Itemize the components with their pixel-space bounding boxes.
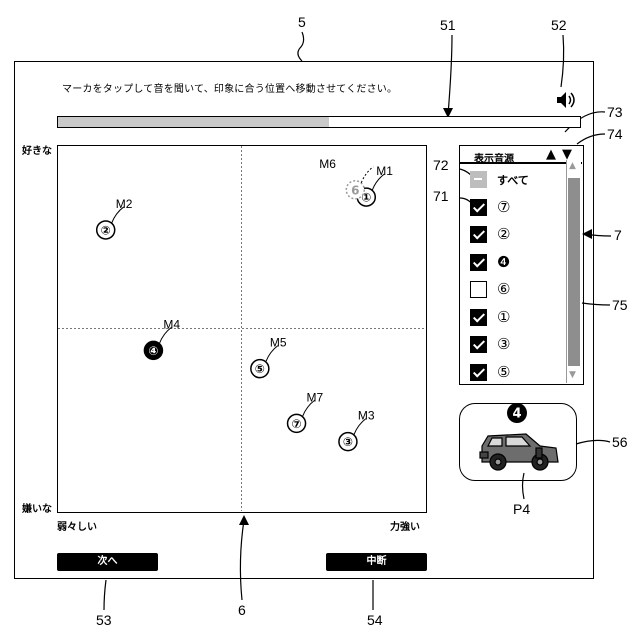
axis-label-bottom: 嫌いな <box>22 500 52 515</box>
marker-label-m2: M2 <box>116 197 133 211</box>
sound-source-label: ⑤ <box>497 362 510 382</box>
axis-label-left: 弱々しい <box>57 518 97 533</box>
progress-bar <box>57 116 581 128</box>
leader-53 <box>104 580 106 610</box>
axis-label-top: 好きな <box>22 142 52 157</box>
sound-source-label: ❹ <box>497 252 510 272</box>
marker-glyph-m2: ② <box>101 223 111 237</box>
car-icon <box>478 428 562 474</box>
sound-source-label: ⑦ <box>497 197 510 217</box>
marker-label-m7: M7 <box>307 390 324 404</box>
progress-fill <box>58 117 329 127</box>
scroll-thumb[interactable] <box>568 178 580 366</box>
marker-glyph-m4: ④ <box>148 344 158 358</box>
preview-badge-text: 4 <box>512 407 521 422</box>
marker-label-m1: M1 <box>376 164 393 178</box>
marker-label-m3: M3 <box>358 409 375 423</box>
sound-source-checkbox[interactable] <box>470 336 487 353</box>
marker-leader-m6 <box>361 167 373 183</box>
sound-source-label: ① <box>497 307 510 327</box>
marker-label-m6: M6 <box>319 157 336 171</box>
preview-badge: 4 <box>500 400 534 426</box>
marker-m2[interactable]: ② M2 <box>97 197 133 239</box>
sound-source-label: ⑥ <box>497 279 510 299</box>
marker-glyph-m3: ③ <box>343 435 353 449</box>
marker-glyph-m7: ⑦ <box>291 417 301 431</box>
sound-source-checkbox[interactable] <box>470 281 487 298</box>
panel-scrollbar[interactable]: ▲ ▼ <box>566 160 581 383</box>
marker-m7[interactable]: ⑦ M7 <box>288 390 324 432</box>
marker-m4[interactable]: ④ M4 <box>144 317 180 359</box>
marker-glyph-m5: ⑤ <box>255 362 265 376</box>
pause-button[interactable]: 中断 <box>326 553 427 571</box>
impression-map-canvas: ①M1②M2③M3④M4⑤M56M6⑦M7 <box>58 146 425 511</box>
panel-title-divider <box>460 162 582 164</box>
instruction-text: マーカをタップして音を聞いて、印象に合う位置へ移動させてください。 <box>62 80 397 95</box>
axis-label-right: 力強い <box>390 518 420 533</box>
marker-m5[interactable]: ⑤ M5 <box>251 336 287 378</box>
marker-label-m5: M5 <box>270 336 287 350</box>
sound-source-label: すべて <box>497 171 529 191</box>
sound-source-checkbox[interactable] <box>470 309 487 326</box>
leader-5 <box>298 32 304 61</box>
sound-source-checkbox[interactable] <box>470 226 487 243</box>
marker-m3[interactable]: ③ M3 <box>339 409 375 451</box>
sort-up-button[interactable]: ▲ <box>546 147 556 162</box>
next-button[interactable]: 次へ <box>57 553 158 571</box>
speaker-icon[interactable] <box>556 91 576 109</box>
scroll-up-icon[interactable]: ▲ <box>569 161 576 171</box>
marker-glyph-m6: 6 <box>351 183 359 197</box>
sound-source-checkbox[interactable] <box>470 171 487 188</box>
sound-source-label: ② <box>497 224 510 244</box>
impression-map[interactable]: ①M1②M2③M3④M4⑤M56M6⑦M7 <box>57 145 427 513</box>
sound-source-checkbox[interactable] <box>470 254 487 271</box>
sound-source-label: ③ <box>497 334 510 354</box>
scroll-down-icon[interactable]: ▼ <box>569 370 576 380</box>
sound-source-checkbox[interactable] <box>470 364 487 381</box>
sound-source-checkbox[interactable] <box>470 199 487 216</box>
marker-label-m4: M4 <box>163 317 180 331</box>
